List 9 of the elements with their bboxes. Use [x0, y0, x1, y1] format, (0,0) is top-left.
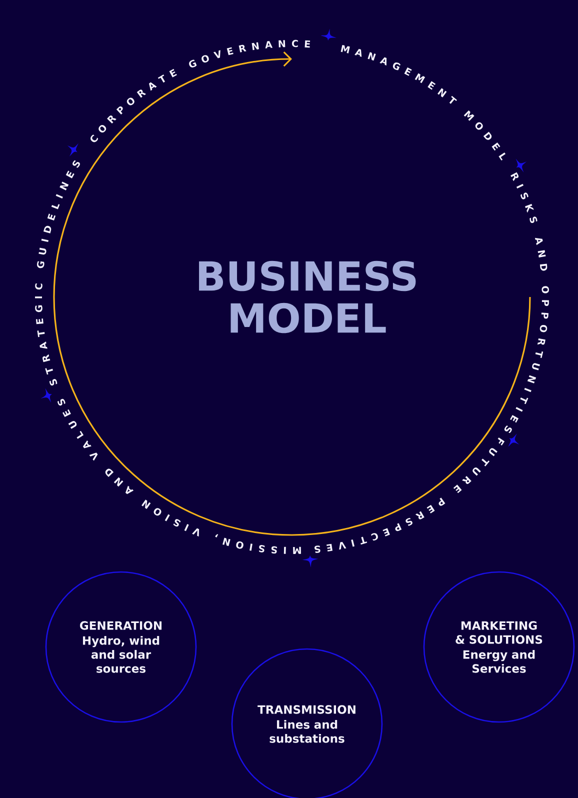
ring-label: CORPORATE GOVERNANCE — [90, 40, 310, 142]
ring-label: FUTURE PERSPECTIVES — [314, 437, 505, 553]
ring-label: STRATEGIC GUIDELINES — [35, 160, 80, 386]
title: BUSINESS MODEL — [199, 260, 416, 334]
circle-node: MARKETING & SOLUTIONS Energy and Services — [423, 571, 575, 723]
ring-label: MANAGEMENT MODEL — [340, 44, 506, 160]
ring-label: MISSION, VISION AND VALUES — [57, 398, 301, 554]
ring-label: RISKS AND OPPORTUNITIES — [504, 172, 549, 434]
circle-node: GENERATION Hydro, wind and solar sources — [45, 571, 197, 723]
